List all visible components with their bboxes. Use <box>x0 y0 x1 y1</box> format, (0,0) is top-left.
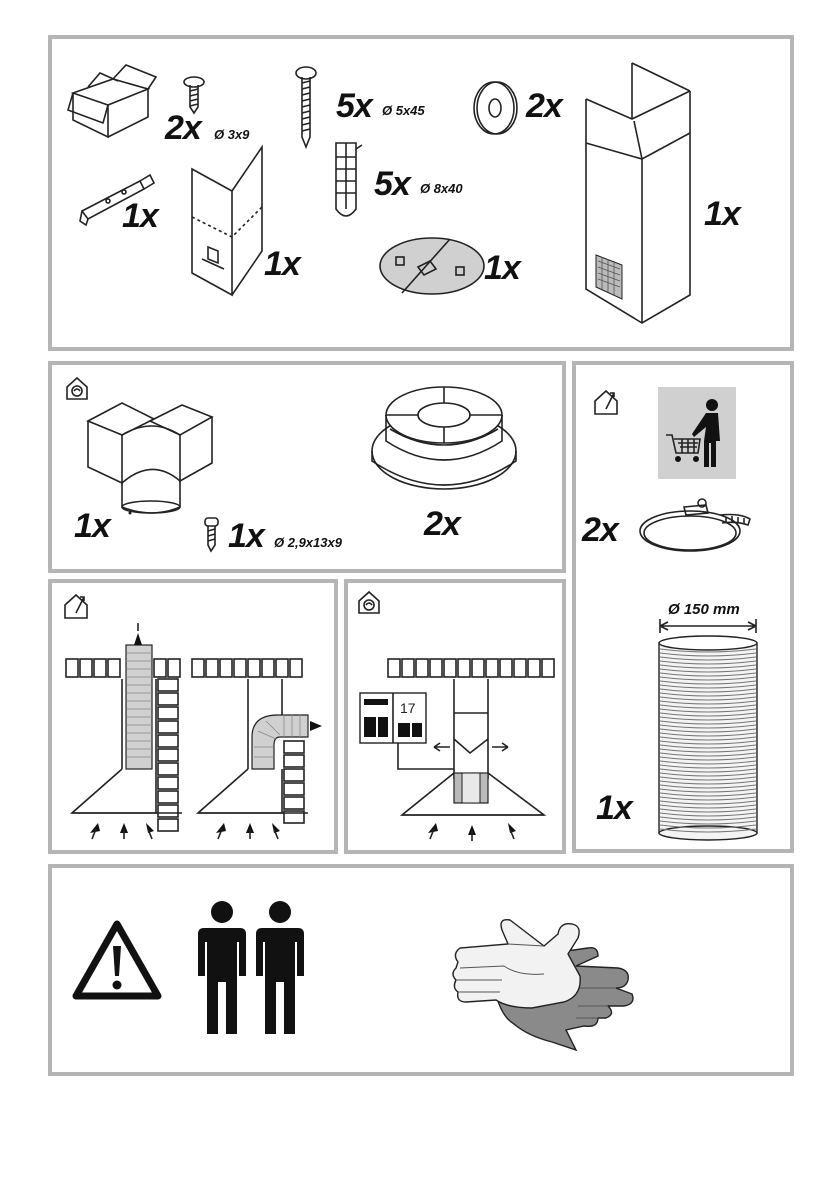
hose-diameter-arrow <box>658 619 758 633</box>
disc-plate-icon <box>378 235 486 297</box>
panel-mounting-kit: 2x Ø 3x9 1x 1x 5x Ø 5x45 5x Ø 8x40 2x <box>48 35 794 351</box>
long-screw-dim: Ø 5x45 <box>382 103 425 118</box>
charcoal-filter-qty: 2x <box>424 505 460 544</box>
panel-safety <box>48 864 794 1076</box>
shopping-cart-person-icon <box>664 397 730 469</box>
dowel-qty: 5x <box>374 165 410 204</box>
paper-template-qty: 1x <box>264 245 300 284</box>
washer-icon <box>470 79 522 137</box>
long-screw-icon <box>292 65 322 149</box>
screw-small-dim: Ø 3x9 <box>214 127 249 142</box>
extraction-vertical-diagram <box>62 617 182 847</box>
extraction-house-icon <box>592 387 622 417</box>
panel-extraction-diagram <box>48 579 338 854</box>
disc-plate-qty: 1x <box>484 249 520 288</box>
recirculation-diagram: 17 <box>358 613 558 849</box>
flexible-hose-icon <box>658 635 758 841</box>
screw-small-qty: 2x <box>165 109 201 148</box>
hose-diameter-label: Ø 150 mm <box>668 601 740 618</box>
screw-tiny-icon <box>202 515 222 553</box>
panel-extraction-parts: 2x Ø 150 mm 1x <box>572 361 794 853</box>
extraction-horizontal-diagram <box>188 617 338 847</box>
panel-recirculation-diagram: 17 <box>344 579 566 854</box>
shopping-cart-panel <box>658 387 736 479</box>
screw-tiny-qty: 1x <box>228 517 264 556</box>
two-persons-icon <box>192 898 312 1038</box>
washer-qty: 2x <box>526 87 562 126</box>
hose-clamp-icon <box>636 497 756 557</box>
hose-clamp-qty: 2x <box>582 511 618 550</box>
wall-bracket-qty: 1x <box>122 197 158 236</box>
dowel-dim: Ø 8x40 <box>420 181 463 196</box>
screw-tiny-dim: Ø 2,9x13x9 <box>274 535 342 550</box>
recirculation-house-icon-2 <box>356 589 382 615</box>
paper-template-icon <box>188 147 268 297</box>
deflector-icon <box>82 397 222 517</box>
cardboard-box-icon <box>68 65 158 145</box>
warning-triangle-icon <box>72 920 162 1000</box>
chimney-qty: 1x <box>704 195 740 234</box>
protective-gloves-icon <box>448 890 638 1050</box>
chimney-icon <box>582 59 702 329</box>
charcoal-filter-icon <box>370 379 520 499</box>
deflector-qty: 1x <box>74 507 110 546</box>
panel-recirculation-parts: 1x 1x Ø 2,9x13x9 2x <box>48 361 566 573</box>
flexible-hose-qty: 1x <box>596 789 632 828</box>
long-screw-qty: 5x <box>336 87 372 126</box>
page-reference: 17 <box>400 700 416 716</box>
dowel-icon <box>332 139 366 223</box>
